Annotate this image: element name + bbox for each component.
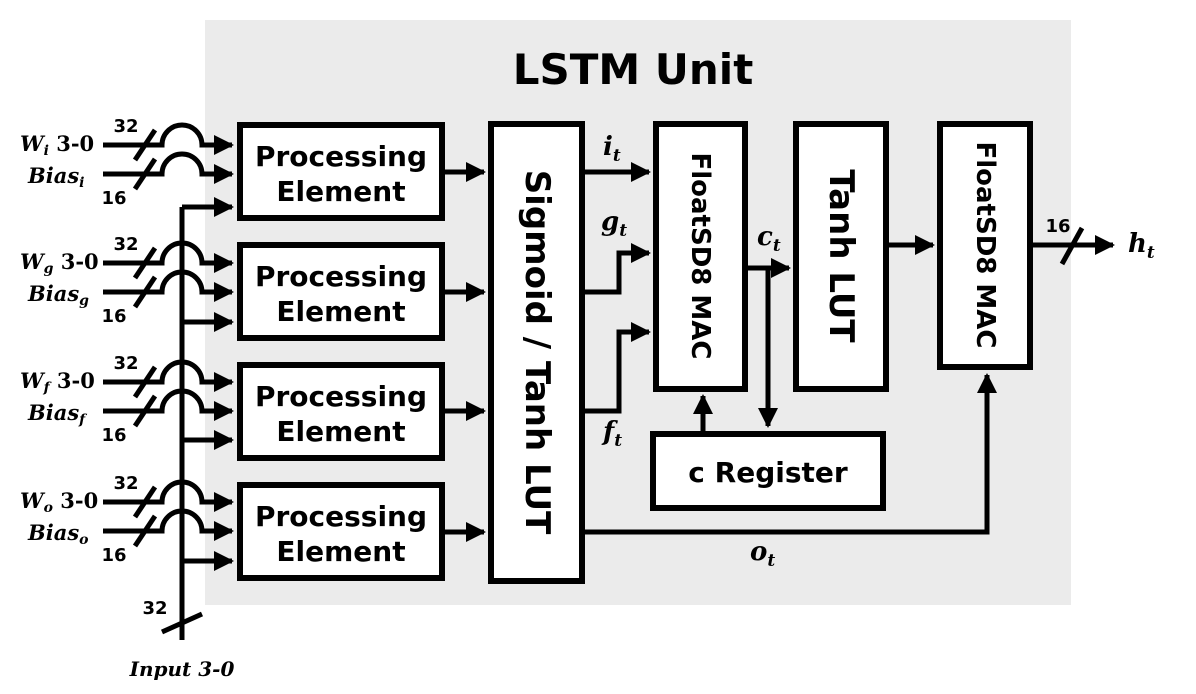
- signal-i-t: it: [603, 132, 621, 166]
- floatsd8-mac-1: FloatSD8 MAC: [653, 121, 748, 392]
- bias-slash-o: [132, 514, 158, 548]
- input-bus-width: 32: [142, 598, 167, 619]
- g-t-wire: [585, 243, 651, 295]
- signal-f-t: ft: [601, 417, 622, 451]
- output-width-slash: [1059, 226, 1085, 266]
- bias-slash-f: [132, 394, 158, 428]
- svg-text:Processing: Processing: [255, 380, 427, 413]
- input-label: Input 3-0: [129, 657, 235, 681]
- svg-text:Processing: Processing: [255, 140, 427, 173]
- bias-slash-i: [132, 157, 158, 191]
- bias-label-g: Biasg: [27, 281, 89, 309]
- svg-text:Element: Element: [276, 175, 405, 208]
- weight-wire-f: [103, 359, 234, 392]
- weight-wire-i: [103, 122, 234, 155]
- svg-text:Processing: Processing: [255, 260, 427, 293]
- bias-label-o: Biaso: [27, 520, 89, 548]
- svg-text:FloatSD8 MAC: FloatSD8 MAC: [970, 141, 1000, 348]
- c-register: c Register: [650, 431, 886, 511]
- bias-bits-o: 16: [101, 545, 126, 566]
- bias-slash-g: [132, 275, 158, 309]
- weight-wire-o: [103, 479, 234, 512]
- svg-text:Element: Element: [276, 535, 405, 568]
- bias-label-f: Biasf: [27, 400, 88, 428]
- weight-label-g: Wg 3-0: [20, 249, 99, 277]
- weight-slash-i: [132, 128, 158, 162]
- sigmoid-tanh-lut: Sigmoid / Tanh LUT: [488, 121, 585, 584]
- weight-label-o: Wo 3-0: [20, 488, 98, 516]
- diagram-title: LSTM Unit: [513, 45, 754, 94]
- output-width: 16: [1045, 216, 1070, 237]
- weight-wire-g: [103, 240, 234, 273]
- tanh-lut: Tanh LUT: [793, 121, 889, 392]
- weight-slash-f: [132, 365, 158, 399]
- f-t-wire: [585, 322, 651, 414]
- weight-bits-g: 32: [113, 234, 138, 255]
- o-t-wire: [585, 373, 997, 535]
- svg-text:Element: Element: [276, 295, 405, 328]
- weight-label-i: Wi 3-0: [20, 131, 94, 159]
- processing-element-1: Processing Element: [237, 122, 445, 221]
- bias-label-i: Biasi: [27, 163, 85, 191]
- floatsd8-mac-2: FloatSD8 MAC: [937, 121, 1033, 370]
- bias-bits-f: 16: [101, 425, 126, 446]
- svg-text:Element: Element: [276, 415, 405, 448]
- signal-c-t: ct: [757, 222, 781, 256]
- processing-element-3: Processing Element: [237, 362, 445, 461]
- weight-slash-g: [132, 246, 158, 280]
- weight-bits-f: 32: [113, 353, 138, 374]
- signal-h-t: ht: [1128, 229, 1155, 263]
- bias-wire-g: [103, 269, 234, 302]
- weight-label-f: Wf 3-0: [20, 368, 95, 396]
- weight-bits-o: 32: [113, 473, 138, 494]
- svg-text:Processing: Processing: [255, 500, 427, 533]
- signal-o-t: ot: [750, 537, 775, 571]
- weight-slash-o: [132, 485, 158, 519]
- bias-wire-i: [103, 151, 234, 184]
- signal-g-t: gt: [601, 207, 627, 241]
- bias-bits-i: 16: [101, 188, 126, 209]
- input-bus-width-slash: [160, 611, 204, 635]
- svg-text:FloatSD8 MAC: FloatSD8 MAC: [685, 152, 715, 359]
- svg-text:c Register: c Register: [688, 456, 848, 489]
- bias-wire-f: [103, 388, 234, 421]
- bias-wire-o: [103, 508, 234, 541]
- processing-element-4: Processing Element: [237, 482, 445, 581]
- processing-element-2: Processing Element: [237, 242, 445, 341]
- svg-text:Tanh LUT: Tanh LUT: [821, 169, 861, 343]
- svg-text:Sigmoid / Tanh LUT: Sigmoid / Tanh LUT: [517, 170, 557, 535]
- bias-bits-g: 16: [101, 306, 126, 327]
- weight-bits-i: 32: [113, 116, 138, 137]
